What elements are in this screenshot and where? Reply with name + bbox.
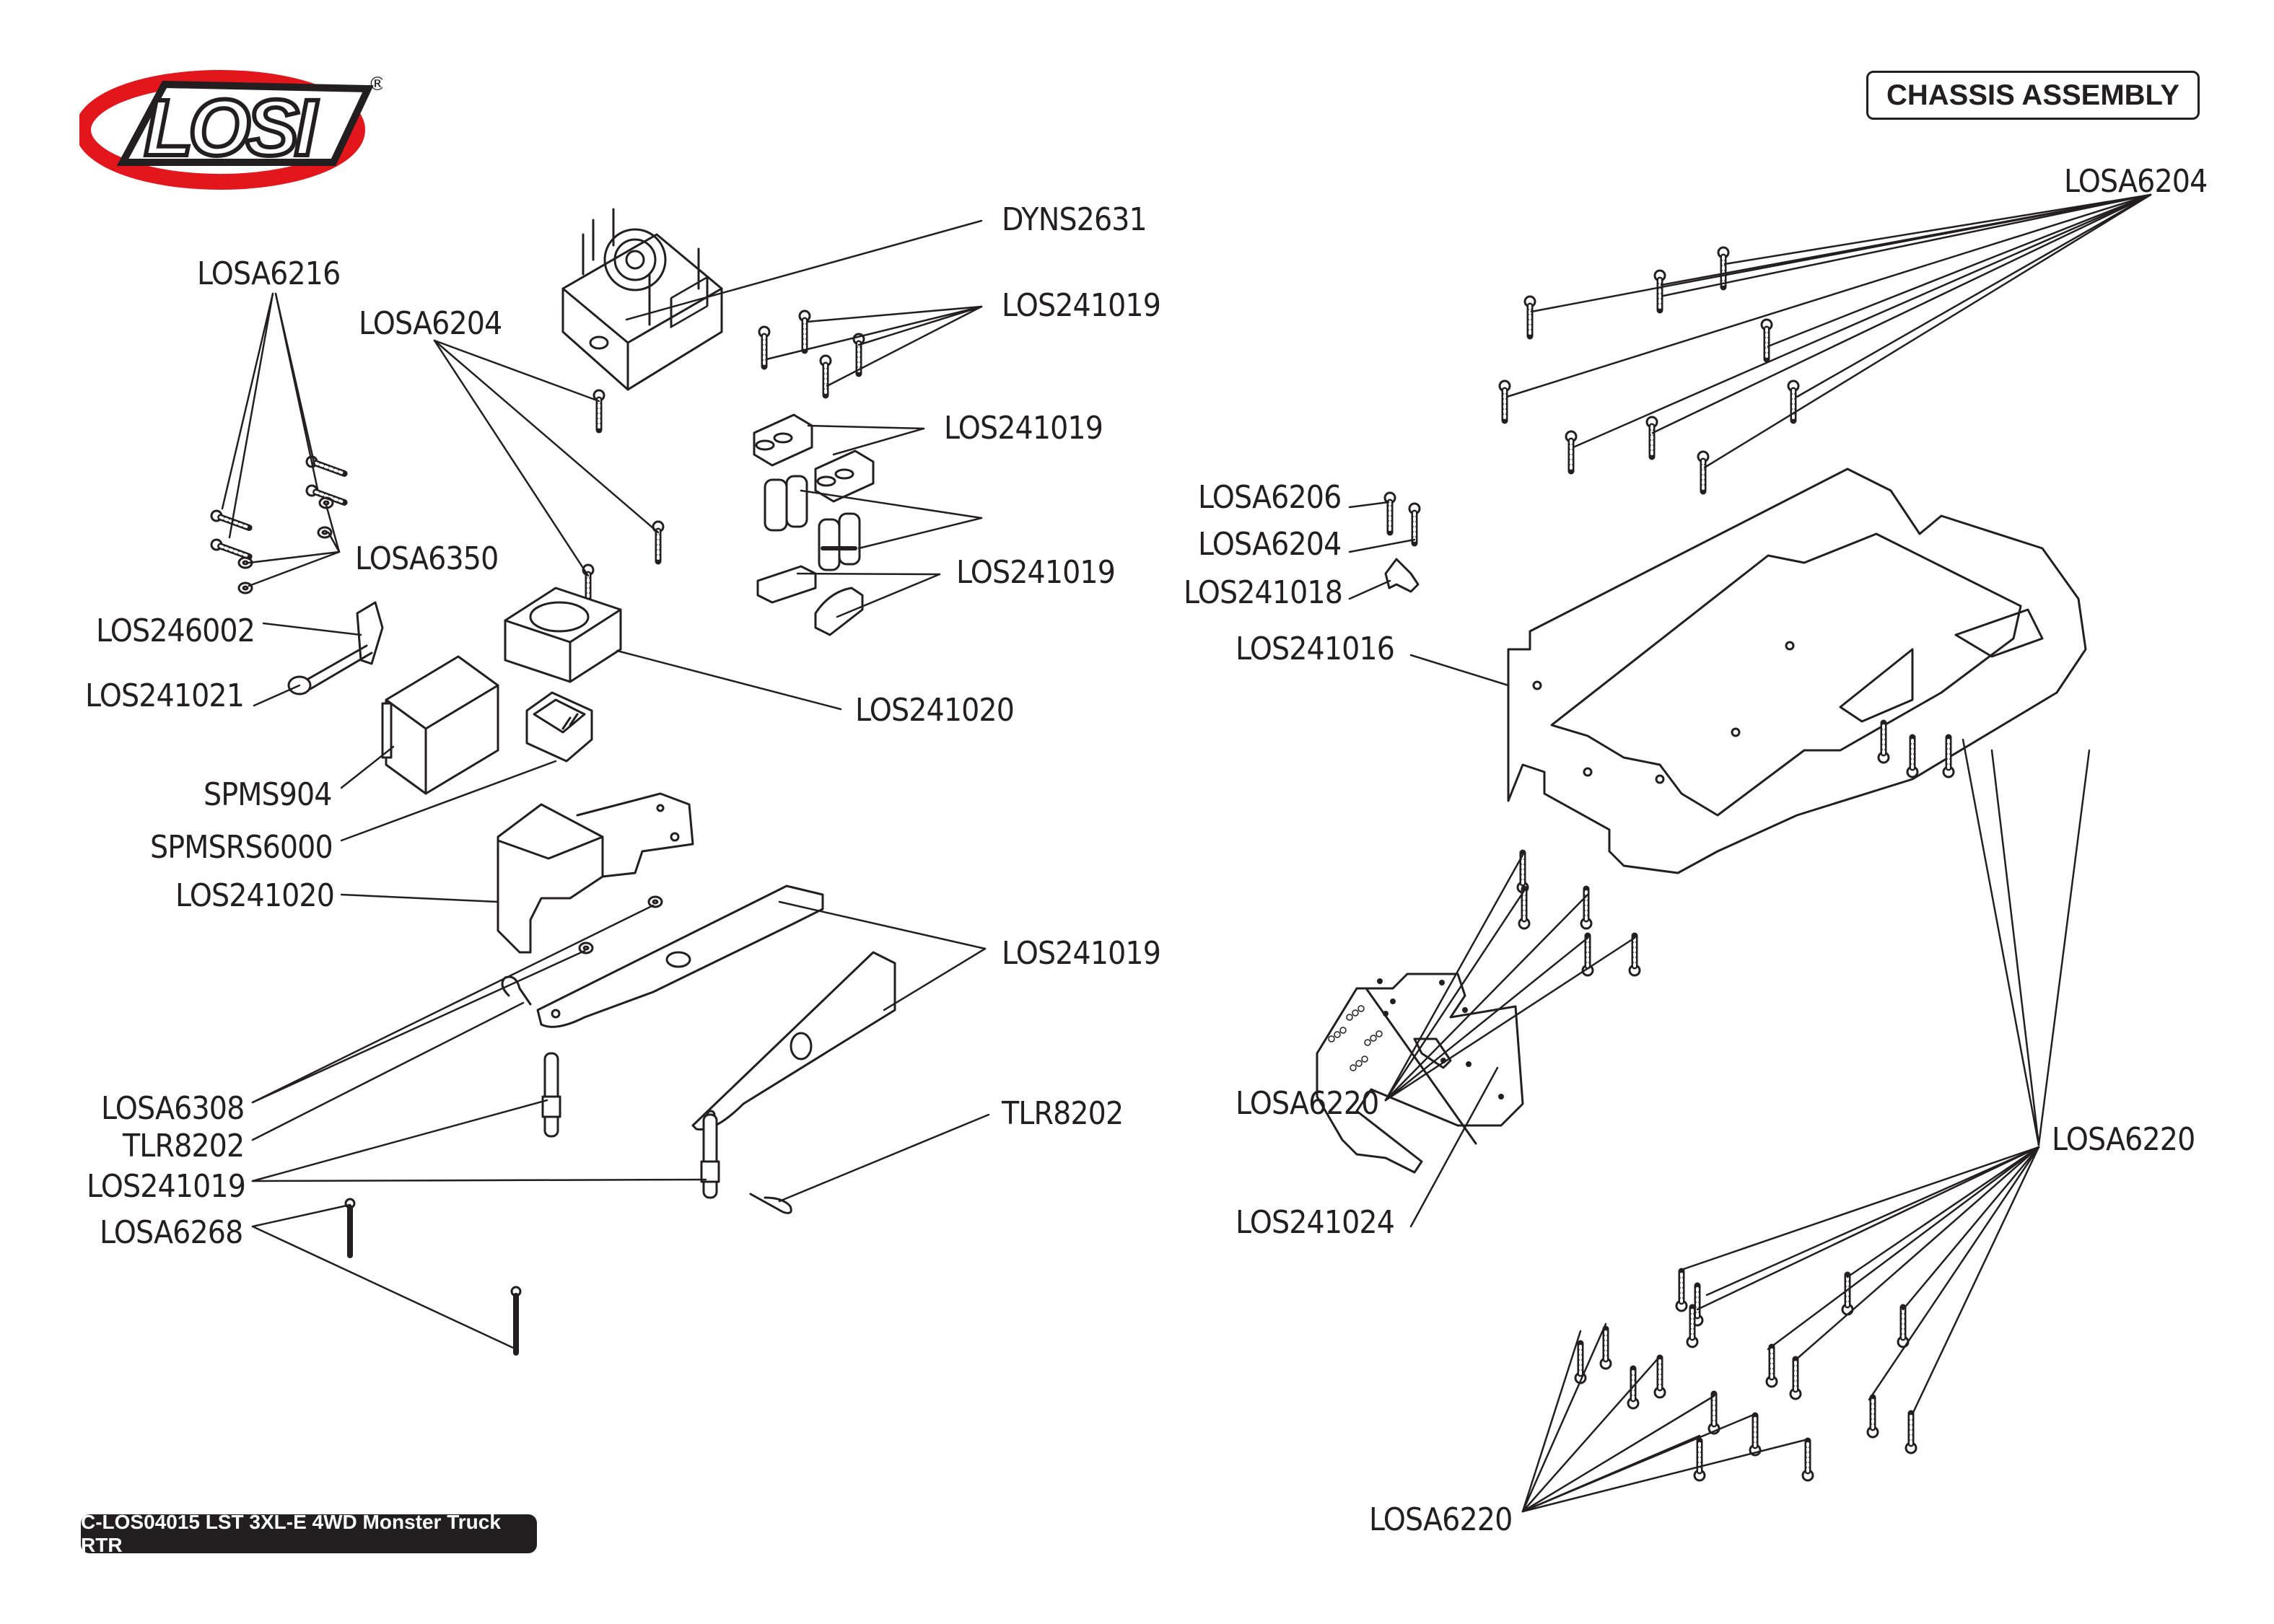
screw-icon	[1409, 504, 1420, 543]
callout-label: LOSA6206	[1198, 479, 1342, 516]
callout-label: LOSA6268	[100, 1214, 243, 1251]
leader-lines-right	[1348, 193, 2152, 1513]
callout-label: LOSA6220	[1236, 1085, 1379, 1122]
cable-clamps	[756, 565, 864, 636]
callout-label: LOSA6216	[197, 255, 341, 292]
screw-icon	[800, 311, 810, 351]
callout-label: LOSA6220	[2052, 1121, 2195, 1158]
receiver-part	[525, 691, 593, 763]
callout-label: DYNS2631	[1002, 201, 1147, 238]
screw-icon	[821, 356, 831, 395]
e-clip-icon	[647, 895, 663, 908]
steering-linkage	[287, 601, 384, 695]
callout-label: LOS241021	[85, 677, 245, 714]
callout-label: LOSA6220	[1369, 1501, 1513, 1538]
callout-label: LOS241020	[175, 877, 335, 914]
screw-icon	[1385, 493, 1395, 532]
callout-label: LOS241019	[1002, 935, 1161, 972]
leader-lines-left	[221, 219, 990, 1351]
screw-icon	[653, 522, 663, 561]
callout-label: TLR8202	[123, 1128, 245, 1164]
callout-label: LOSA6350	[355, 540, 499, 577]
callout-label: LOS241019	[944, 410, 1103, 447]
body-clip-icon	[501, 975, 532, 1006]
screw-icon	[594, 390, 604, 430]
callout-label: TLR8202	[1002, 1095, 1124, 1132]
long-screws	[344, 1198, 522, 1356]
logo-red-swoosh	[79, 70, 365, 190]
callout-label: LOSA6204	[359, 305, 502, 342]
section-title: CHASSIS ASSEMBLY	[1866, 71, 2200, 120]
callout-label: LOSA6204	[2064, 163, 2208, 200]
callout-label: LOS241019	[1002, 287, 1161, 324]
receiver-box	[497, 792, 694, 954]
callout-label: SPMS904	[204, 776, 333, 813]
bracket-icon	[1384, 558, 1420, 593]
callout-label: SPMSRS6000	[150, 829, 333, 866]
callout-label: LOSA6204	[1198, 526, 1342, 563]
chassis-frame	[1507, 468, 2087, 874]
losi-logo: LOSI ®	[79, 70, 382, 190]
logo-badge-outline	[116, 80, 374, 166]
battery-straps	[536, 885, 896, 1131]
connector-housings	[764, 475, 861, 571]
callout-label: LOS246002	[96, 613, 255, 649]
callout-label: LOS241019	[956, 554, 1116, 591]
esc-part	[561, 208, 723, 391]
strap-posts	[541, 1052, 720, 1199]
battery-post-blocks	[753, 413, 875, 503]
screw-icon	[759, 327, 769, 367]
body-clip-icon	[749, 1193, 792, 1214]
callout-label: LOS241016	[1236, 631, 1395, 667]
washer-icon	[237, 581, 253, 594]
callout-label: LOS241024	[1236, 1204, 1395, 1241]
callout-label: LOS241018	[1184, 574, 1343, 611]
logo-wordmark: LOSI	[144, 84, 318, 172]
product-label: C-LOS04015 LST 3XL-E 4WD Monster Truck R…	[81, 1511, 537, 1556]
callout-label: LOSA6308	[101, 1090, 245, 1127]
servo-part	[381, 655, 499, 795]
registered-mark: ®	[368, 74, 382, 95]
callout-label: LOS241020	[855, 692, 1015, 729]
callout-label: LOS241019	[87, 1168, 246, 1205]
receiver-box-lid	[504, 587, 622, 683]
